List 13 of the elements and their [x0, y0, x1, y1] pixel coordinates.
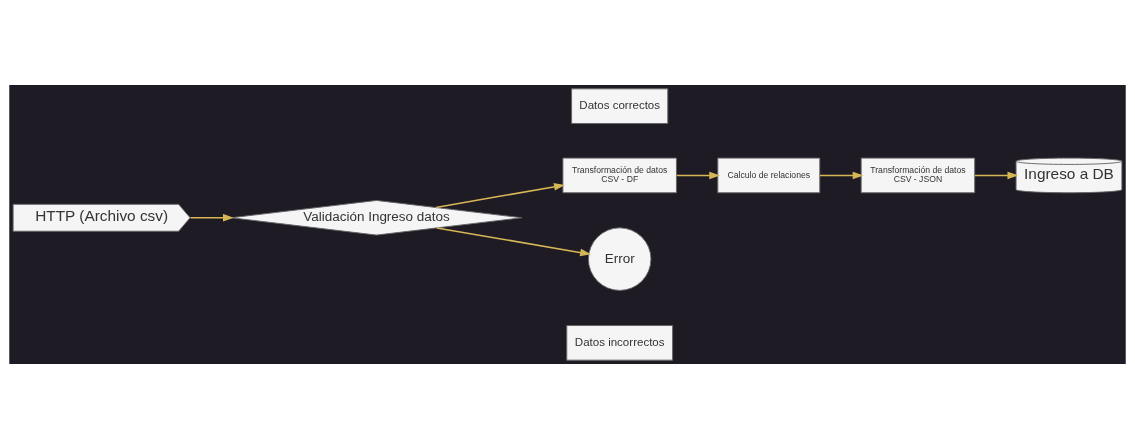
- node-box: Datos incorrectos: [566, 324, 674, 361]
- node-circle: Error: [587, 226, 652, 291]
- node-diamond: Validación Ingreso datos: [230, 199, 523, 236]
- node-box: Transformación de datos CSV - JSON: [860, 157, 976, 193]
- node-box: Datos correctos: [571, 87, 669, 124]
- arrow: [189, 213, 234, 222]
- node-box: Calculo de relaciones: [717, 157, 821, 193]
- node-box: Transformación de datos CSV - DF: [562, 157, 677, 193]
- arrow: [435, 182, 565, 208]
- arrow: [974, 171, 1019, 179]
- arrow: [675, 171, 721, 179]
- arrow: [819, 171, 864, 179]
- arrow: [436, 226, 591, 256]
